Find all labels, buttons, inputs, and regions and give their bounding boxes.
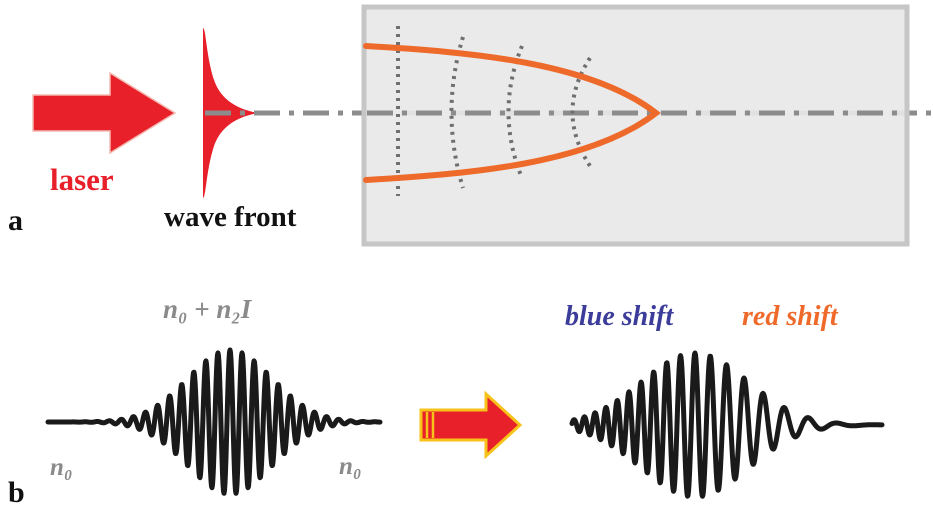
- symmetric-pulse: [45, 347, 383, 496]
- panel-b-label: b: [8, 476, 25, 508]
- n0-left-label: n₀: [50, 454, 73, 481]
- panel-a-label: a: [8, 204, 23, 237]
- chirped-pulse: [569, 350, 885, 499]
- wavefront-label: wave front: [164, 201, 297, 233]
- n0-right-label: n₀: [339, 453, 362, 480]
- blue-shift-label: blue shift: [565, 301, 674, 332]
- beam-envelope: [363, 43, 661, 183]
- medium-box: [361, 4, 910, 247]
- transform-arrow: [419, 390, 523, 460]
- laser-arrow: [32, 71, 177, 155]
- red-shift-label: red shift: [742, 301, 839, 332]
- index-label: n₀ + n₂I: [163, 294, 253, 324]
- wavefront-line-4: [570, 56, 592, 168]
- laser-label: laser: [50, 162, 114, 197]
